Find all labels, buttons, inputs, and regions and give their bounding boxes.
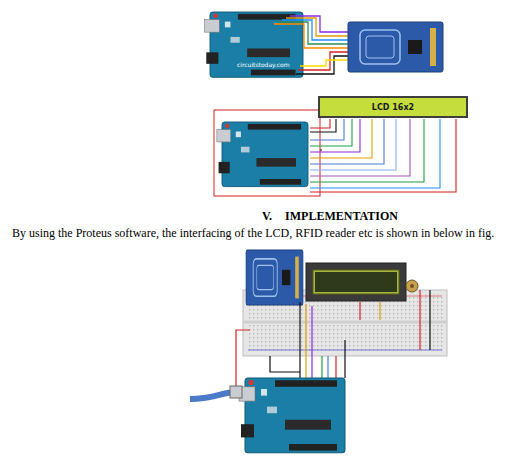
display-text: LCD 16x2 (372, 103, 414, 112)
section-heading: V. IMPLEMENTATION (180, 209, 480, 224)
board-watermark: circuitstoday.com (236, 61, 290, 68)
body-paragraph: By using the Proteus software, the inter… (12, 226, 517, 240)
lcd-display: LCD 16x2 (318, 96, 468, 118)
